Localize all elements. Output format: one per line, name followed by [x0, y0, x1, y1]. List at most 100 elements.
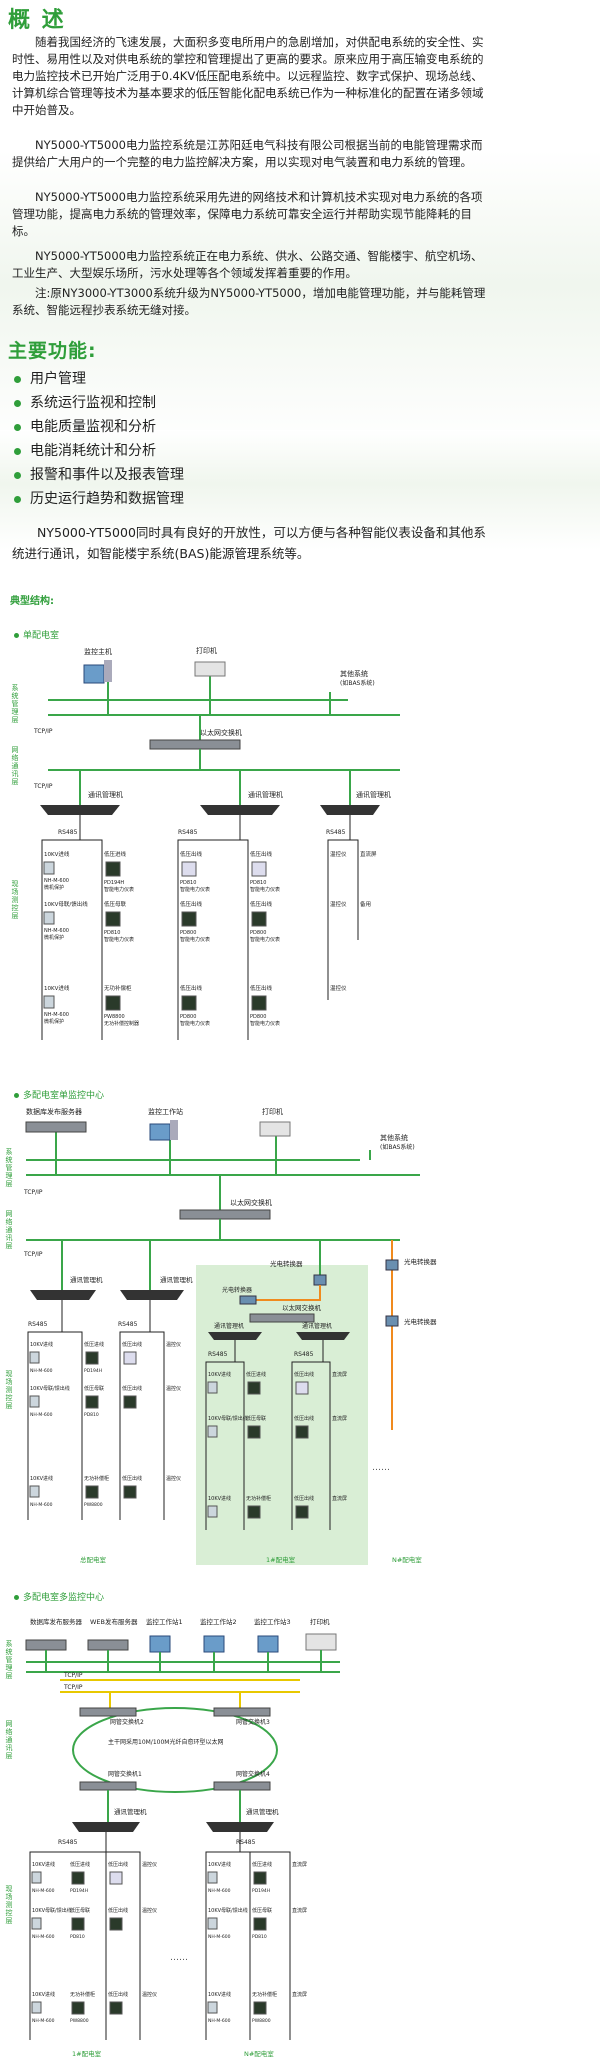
function-item: 用户管理 — [14, 367, 86, 391]
comm-manager-label: 通讯管理机 — [248, 790, 283, 799]
other-system-sub: (如BAS系统) — [340, 679, 375, 687]
rs485-label: RS485 — [326, 829, 346, 836]
server-icon — [87, 1639, 129, 1651]
svg-text:温控仪: 温控仪 — [166, 1475, 181, 1482]
svg-text:NH-M-600: NH-M-600 — [32, 1888, 55, 1894]
printer-icon — [194, 661, 226, 677]
comm-manager-icon — [296, 1332, 350, 1340]
comm-manager-label: 通讯管理机 — [70, 1275, 103, 1284]
protection-relay-icon — [207, 1871, 218, 1884]
comm-manager-icon — [206, 1822, 274, 1832]
function-item: 电能消耗统计和分析 — [14, 439, 156, 463]
web-server-label: WEB发布服务器 — [90, 1617, 138, 1626]
svg-text:10KV进线: 10KV进线 — [30, 1475, 53, 1482]
rs485-line — [327, 815, 351, 1000]
rs485-line — [240, 1851, 291, 2040]
svg-text:低压进线: 低压进线 — [104, 850, 127, 858]
device-group: 温控仪 温控仪 温控仪 直流屏 备用 — [330, 850, 377, 992]
svg-text:低压出线: 低压出线 — [122, 1341, 142, 1348]
svg-text:智能电力仪表: 智能电力仪表 — [250, 936, 280, 943]
diagram1-svg: 监控主机 打印机 其他系统 (如BAS系统) TCP/IP 以太网交换机 TCP… — [33, 646, 400, 1040]
meter-icon — [251, 995, 267, 1011]
svg-text:智能电力仪表: 智能电力仪表 — [180, 886, 210, 893]
workstation-label: 监控工作站3 — [254, 1617, 291, 1626]
meter-icon — [85, 1485, 99, 1499]
other-system-label: 其他系统 — [380, 1133, 408, 1142]
workstation-label: 监控工作站1 — [146, 1617, 183, 1626]
svg-text:温控仪: 温控仪 — [142, 1991, 157, 1998]
meter-icon — [85, 1351, 99, 1365]
svg-text:低压母联: 低压母联 — [104, 900, 127, 908]
ring-switch-label: 网管交换机2 — [110, 1718, 144, 1726]
server-icon — [25, 1121, 87, 1133]
ring-switch-label: 网管交换机1 — [108, 1770, 142, 1778]
protection-relay-icon — [43, 911, 55, 925]
svg-text:NH-M-600: NH-M-600 — [44, 878, 69, 884]
switch-icon — [213, 1707, 271, 1717]
svg-text:智能电力仪表: 智能电力仪表 — [104, 886, 134, 893]
tcpip-label: TCP/IP — [63, 1684, 83, 1691]
switch-icon — [179, 1209, 271, 1220]
meter-icon — [295, 1505, 309, 1519]
printer-label: 打印机 — [310, 1617, 330, 1626]
svg-text:PW8800: PW8800 — [70, 2018, 89, 2024]
meter-icon — [253, 2001, 267, 2015]
svg-text:10KV进线: 10KV进线 — [208, 1991, 231, 1998]
comm-manager-label: 通讯管理机 — [88, 790, 123, 799]
comm-manager-label: 通讯管理机 — [114, 1807, 147, 1816]
overview-paragraph-4: NY5000-YT5000电力监控系统正在电力系统、供水、公路交通、智能楼宇、航… — [12, 249, 483, 280]
rs485-line — [350, 839, 359, 940]
svg-text:PD810: PD810 — [84, 1412, 99, 1418]
svg-text:PD194H: PD194H — [84, 1368, 102, 1374]
rs485-line — [27, 1300, 63, 1520]
rs485-line — [291, 1340, 324, 1530]
fiber-converter-icon — [385, 1259, 399, 1271]
overview-title: 概 述 — [8, 8, 66, 33]
svg-text:温控仪: 温控仪 — [142, 1907, 157, 1914]
svg-text:10KV进线: 10KV进线 — [32, 1991, 55, 1998]
monitor-icon — [149, 1635, 171, 1653]
svg-text:温控仪: 温控仪 — [330, 850, 347, 858]
protection-relay-icon — [29, 1395, 40, 1408]
svg-text:低压出线: 低压出线 — [180, 900, 203, 908]
svg-text:智能电力仪表: 智能电力仪表 — [104, 936, 134, 943]
svg-text:低压出线: 低压出线 — [294, 1415, 314, 1422]
meter-icon — [123, 1351, 137, 1365]
meter-icon — [85, 1395, 99, 1409]
comm-manager-icon — [208, 1332, 262, 1340]
svg-text:10KV母联/馈出线: 10KV母联/馈出线 — [44, 900, 88, 908]
svg-text:PW8800: PW8800 — [84, 1502, 103, 1508]
svg-text:PD810: PD810 — [252, 1934, 267, 1940]
svg-text:PW8800: PW8800 — [252, 2018, 271, 2024]
layer-label-field: 现场测控层 — [5, 1885, 13, 1925]
protection-relay-icon — [207, 1381, 218, 1394]
svg-text:PD800: PD800 — [250, 1014, 266, 1020]
svg-text:NH-M-600: NH-M-600 — [208, 2018, 231, 2024]
meter-icon — [123, 1395, 137, 1409]
bullet-icon — [14, 633, 19, 638]
comm-manager-icon — [200, 805, 280, 815]
device-group: 10KV进线 NH-M-600 10KV母联/馈出线 NH-M-600 10KV… — [31, 1861, 157, 2024]
overview-paragraph-5: 注:原NY3000-YT3000系统升级为NY5000-YT5000，增加电能管… — [12, 286, 486, 317]
svg-text:直流屏: 直流屏 — [292, 1991, 307, 1998]
function-item: 历史运行趋势和数据管理 — [14, 487, 184, 511]
comm-manager-icon — [30, 1290, 96, 1300]
function-item: 电能质量监视和分析 — [14, 415, 156, 439]
function-item: 报警和事件以及报表管理 — [14, 463, 184, 487]
layer-label-field: 现场测控层 — [11, 880, 19, 920]
device-group: 低压进线 PD194H 智能电力仪表 低压母联 PD810 智能电力仪表 无功补… — [104, 850, 139, 1027]
bullet-icon — [14, 495, 21, 503]
meter-icon — [251, 861, 267, 877]
printer-label: 打印机 — [262, 1107, 283, 1116]
comm-manager-label: 通讯管理机 — [214, 1322, 244, 1330]
svg-text:PD810: PD810 — [180, 880, 196, 886]
svg-text:PD194H: PD194H — [70, 1888, 88, 1894]
monitor-icon — [83, 664, 105, 684]
switch-icon — [79, 1707, 137, 1717]
rs485-line — [177, 815, 241, 1040]
server-icon — [25, 1639, 67, 1651]
meter-icon — [247, 1425, 261, 1439]
svg-text:温控仪: 温控仪 — [142, 1861, 157, 1868]
comm-manager-icon — [120, 1290, 184, 1300]
comm-manager-label: 通讯管理机 — [356, 790, 391, 799]
